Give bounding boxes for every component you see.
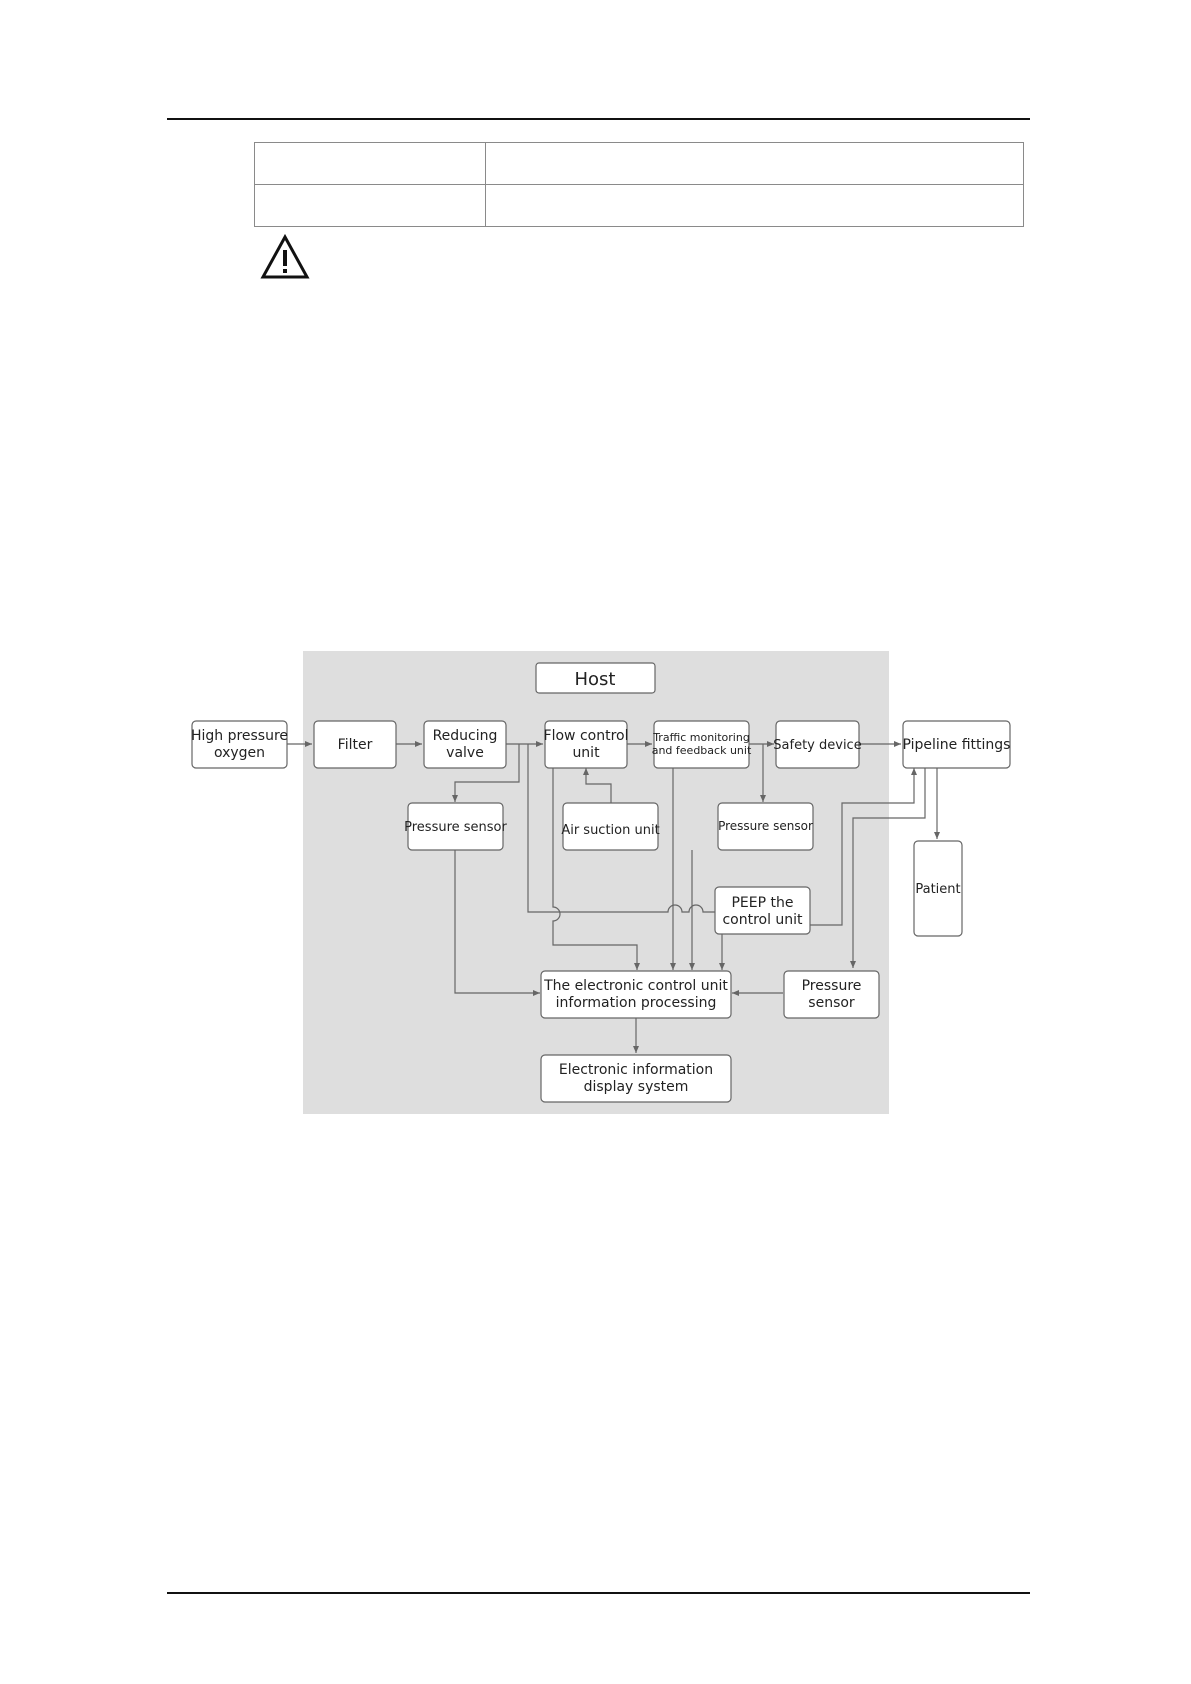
svg-text:Pressure sensor: Pressure sensor <box>718 819 813 833</box>
warning-triangle-icon <box>260 234 310 279</box>
arrow-air-suction-flow <box>583 768 612 803</box>
svg-text:Electronic information: Electronic information <box>559 1062 713 1078</box>
svg-text:PEEP the: PEEP the <box>731 895 793 911</box>
svg-text:sensor: sensor <box>808 995 855 1011</box>
connector-lines <box>287 741 940 1053</box>
svg-text:Filter: Filter <box>338 737 373 753</box>
svg-text:information processing: information processing <box>556 995 717 1011</box>
svg-text:The electronic control unit: The electronic control unit <box>543 978 728 994</box>
line-to-peep-unit <box>527 744 715 913</box>
node-high-pressure-oxygen: High pressure oxygen <box>191 720 288 769</box>
table-row <box>254 184 1024 227</box>
svg-text:Pressure: Pressure <box>802 978 862 994</box>
svg-text:Patient: Patient <box>915 882 960 897</box>
node-flow-control-unit: Flow control unit <box>544 720 629 769</box>
svg-text:High pressure: High pressure <box>191 728 288 744</box>
node-pressure-sensor-right: Pressure sensor <box>717 802 814 851</box>
spec-table <box>254 142 1024 227</box>
node-electronic-information-display-system: Electronic information display system <box>540 1054 732 1103</box>
node-patient: Patient <box>913 840 963 937</box>
node-electronic-control-unit: The electronic control unit information … <box>540 970 732 1019</box>
node-traffic-monitoring-feedback-unit: Traffic monitoring and feedback unit <box>652 720 752 769</box>
node-filter: Filter <box>313 720 397 769</box>
host-title: Host <box>575 669 616 690</box>
svg-text:Safety device: Safety device <box>773 738 861 753</box>
node-pressure-sensor-bottom: Pressure sensor <box>783 970 880 1019</box>
svg-text:Reducing: Reducing <box>433 728 498 744</box>
svg-text:and feedback unit: and feedback unit <box>652 744 752 757</box>
node-air-suction-unit: Air suction unit <box>561 802 660 851</box>
svg-text:unit: unit <box>572 745 600 761</box>
svg-text:Flow control: Flow control <box>544 728 629 744</box>
svg-text:valve: valve <box>446 745 484 761</box>
arrow-peep-pipeline <box>810 768 917 926</box>
svg-text:display system: display system <box>584 1079 689 1095</box>
svg-text:Pipeline fittings: Pipeline fittings <box>903 737 1011 753</box>
svg-text:oxygen: oxygen <box>214 745 265 761</box>
arrow-left-sensor-ecu <box>454 850 540 996</box>
svg-text:Traffic monitoring: Traffic monitoring <box>652 731 750 744</box>
host-title-box: Host <box>535 662 656 694</box>
arrow-pipeline-bottom-sensor <box>850 768 926 968</box>
arrow-flow-ecu <box>552 768 640 970</box>
footer-rule <box>167 1592 1030 1594</box>
table-cell <box>254 184 486 227</box>
table-cell <box>485 184 1024 227</box>
svg-text:Air suction unit: Air suction unit <box>561 823 659 838</box>
svg-text:Pressure sensor: Pressure sensor <box>404 820 507 835</box>
node-pipeline-fittings: Pipeline fittings <box>902 720 1011 769</box>
node-safety-device: Safety device <box>773 720 862 769</box>
node-reducing-valve: Reducing valve <box>423 720 507 769</box>
header-rule <box>167 118 1030 120</box>
node-peep-control-unit: PEEP the control unit <box>714 886 811 935</box>
node-pressure-sensor-left: Pressure sensor <box>404 802 508 851</box>
arrow-to-left-pressure-sensor <box>452 744 520 802</box>
svg-text:control unit: control unit <box>722 912 803 928</box>
